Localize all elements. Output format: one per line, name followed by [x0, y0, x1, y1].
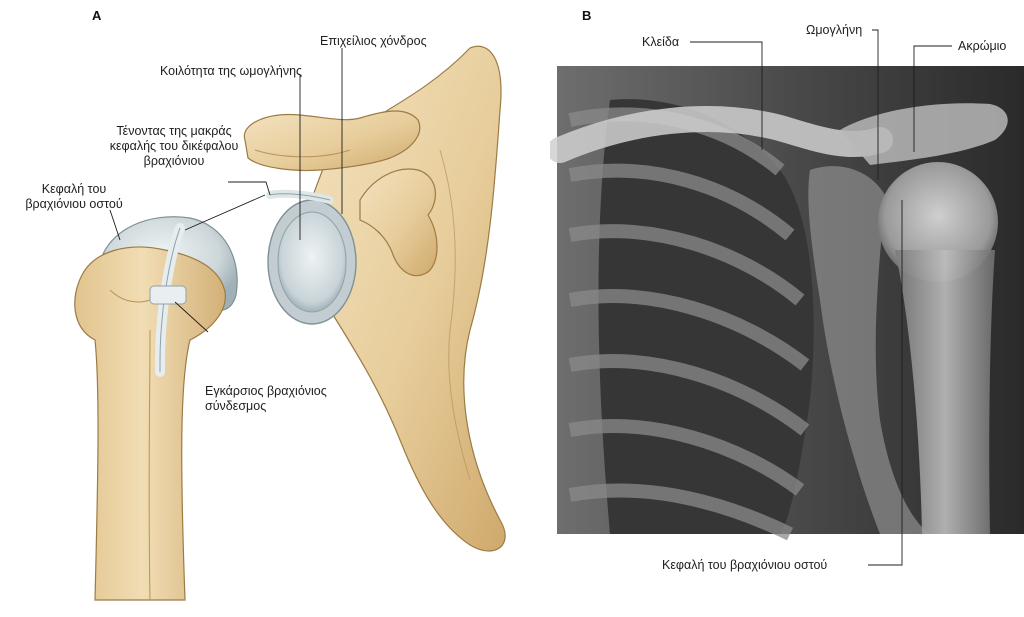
- label-kleida: Κλείδα: [642, 35, 679, 50]
- label-epicheilios: Επιχείλιος χόνδρος: [320, 34, 427, 49]
- label-egkarsios-line1: Εγκάρσιος βραχιόνιος: [205, 384, 327, 399]
- label-kefali-b: Κεφαλή του βραχιόνιου οστού: [662, 558, 827, 573]
- label-tenontas-line2: κεφαλής του δικέφαλου: [86, 139, 262, 154]
- label-tenontas-line1: Τένοντας της μακράς: [86, 124, 262, 139]
- panel-a-illustration: A Επιχείλιος χόνδρος Κοιλότητα της ωμογλ…: [0, 0, 550, 617]
- panel-letter-b: B: [582, 8, 591, 23]
- label-egkarsios: Εγκάρσιος βραχιόνιος σύνδεσμος: [205, 384, 327, 414]
- label-kefali-a-line2: βραχιόνιου οστού: [4, 197, 144, 212]
- panel-b-xray: B Κλείδα Ωμογλήνη Ακρώμιο Κεφαλή του βρα…: [550, 0, 1024, 617]
- panel-letter-a: A: [92, 8, 101, 23]
- shoulder-illustration: [0, 0, 550, 617]
- label-tenontas: Τένοντας της μακράς κεφαλής του δικέφαλο…: [86, 124, 262, 169]
- label-kefali-a-line1: Κεφαλή του: [4, 182, 144, 197]
- xray-image: [550, 0, 1024, 617]
- label-omoglini: Ωμογλήνη: [806, 23, 862, 38]
- label-kefali-a: Κεφαλή του βραχιόνιου οστού: [4, 182, 144, 212]
- transverse-ligament: [150, 286, 186, 304]
- label-egkarsios-line2: σύνδεσμος: [205, 399, 327, 414]
- label-akromio: Ακρώμιο: [958, 39, 1006, 54]
- label-tenontas-line3: βραχιόνιου: [86, 154, 262, 169]
- label-koilotita: Κοιλότητα της ωμογλήνης: [160, 64, 302, 79]
- glenoid-cavity: [278, 212, 346, 312]
